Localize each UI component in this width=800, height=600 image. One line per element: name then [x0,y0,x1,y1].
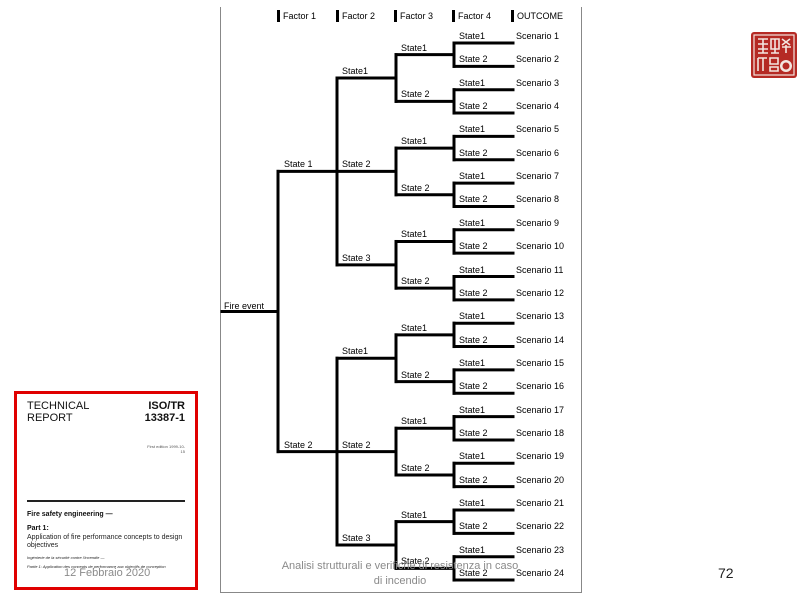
factor4-state-label: State 2 [459,474,488,485]
factor4-state-label: State1 [459,264,486,275]
column-header-factor-1: Factor 1 [277,10,316,22]
chinese-seal-logo-icon [751,32,797,78]
event-tree-frame [220,7,582,593]
footer-date: 12 Febbraio 2020 [64,567,151,579]
factor3-state-label: State1 [401,509,428,520]
factor4-state-label: State 2 [459,241,488,252]
factor3-state-label: State1 [401,322,428,333]
factor4-state-label: State1 [459,77,486,88]
factor3-state-label: State1 [401,416,428,427]
scenario-label: Scenario 18 [516,427,565,438]
factor4-state-label: State 2 [459,194,488,205]
factor3-state-label: State 2 [401,462,430,473]
scenario-label: Scenario 8 [516,194,560,205]
factor4-state-label: State1 [459,498,486,508]
scenario-label: Scenario 21 [516,498,565,508]
root-event-label: Fire event [224,300,265,311]
scenario-label: Scenario 2 [516,54,560,65]
column-header-factor-2: Factor 2 [336,10,375,22]
scenario-label: Scenario 19 [516,451,565,462]
factor4-state-label: State1 [459,124,486,135]
report-divider [27,500,185,502]
factor4-state-label: State1 [459,31,486,41]
factor1-state-label: State 2 [284,439,313,450]
factor4-state-label: State 2 [459,334,488,345]
factor3-state-label: State 2 [401,276,430,287]
factor4-state-label: State 2 [459,101,488,112]
report-type: TECHNICAL REPORT [27,400,89,424]
report-description: Application of fire performance concepts… [27,534,183,549]
scenario-label: Scenario 5 [516,124,560,135]
column-header-factor-3: Factor 3 [394,10,433,22]
scenario-label: Scenario 12 [516,287,565,298]
factor2-state-label: State1 [342,66,369,77]
footer-title: Analisi strutturali e verifiche di resis… [281,560,519,587]
factor4-state-label: State 2 [459,147,488,158]
scenario-label: Scenario 23 [516,544,565,555]
factor4-state-label: State1 [459,357,486,368]
factor3-state-label: State 2 [401,182,430,193]
scenario-label: Scenario 4 [516,101,560,112]
factor4-state-label: State1 [459,544,486,555]
factor2-state-label: State1 [342,346,369,357]
factor4-state-label: State1 [459,171,486,182]
factor4-state-label: State1 [459,217,486,228]
scenario-label: Scenario 16 [516,381,565,392]
iso-report-cover: TECHNICAL REPORT ISO/TR 13387-1 First ed… [14,391,198,590]
scenario-label: Scenario 22 [516,521,565,532]
factor3-state-label: State 2 [401,556,430,567]
factor1-state-label: State 1 [284,159,313,170]
scenario-label: Scenario 1 [516,31,560,41]
factor4-state-label: State 2 [459,54,488,65]
factor4-state-label: State 2 [459,287,488,298]
factor3-state-label: State 2 [401,369,430,380]
factor4-state-label: State 2 [459,521,488,532]
scenario-label: Scenario 7 [516,171,560,182]
column-header-outcome: OUTCOME [511,10,563,22]
scenario-label: Scenario 10 [516,241,565,252]
factor3-state-label: State 2 [401,89,430,100]
page-number: 72 [718,565,734,581]
report-french-title: Ingénierie de la sécurité contre l'incen… [27,555,105,560]
factor3-state-label: State1 [401,136,428,147]
factor4-state-label: State1 [459,451,486,462]
factor4-state-label: State 2 [459,427,488,438]
scenario-label: Scenario 6 [516,147,560,158]
factor2-state-label: State 3 [342,252,371,263]
factor2-state-label: State 2 [342,159,371,170]
scenario-label: Scenario 17 [516,404,565,415]
report-part: Part 1: [27,525,49,532]
scenario-label: Scenario 14 [516,334,565,345]
factor2-state-label: State 3 [342,533,371,544]
report-edition: First edition 1999-10-15 [147,444,185,454]
factor4-state-label: State1 [459,311,486,322]
report-number: ISO/TR 13387-1 [144,400,185,424]
factor4-state-label: State 2 [459,381,488,392]
scenario-label: Scenario 11 [516,264,564,275]
scenario-label: Scenario 13 [516,311,565,322]
factor3-state-label: State1 [401,229,428,240]
scenario-label: Scenario 3 [516,77,560,88]
scenario-label: Scenario 9 [516,217,560,228]
column-header-factor-4: Factor 4 [452,10,491,22]
factor4-state-label: State1 [459,404,486,415]
factor4-state-label: State 2 [459,568,488,579]
scenario-label: Scenario 15 [516,357,565,368]
report-title: Fire safety engineering — [27,511,113,518]
scenario-label: Scenario 24 [516,568,565,579]
factor3-state-label: State1 [401,42,428,53]
scenario-label: Scenario 20 [516,474,565,485]
factor2-state-label: State 2 [342,439,371,450]
report-french-part: Partie 1: Application des concepts de pe… [27,564,166,569]
